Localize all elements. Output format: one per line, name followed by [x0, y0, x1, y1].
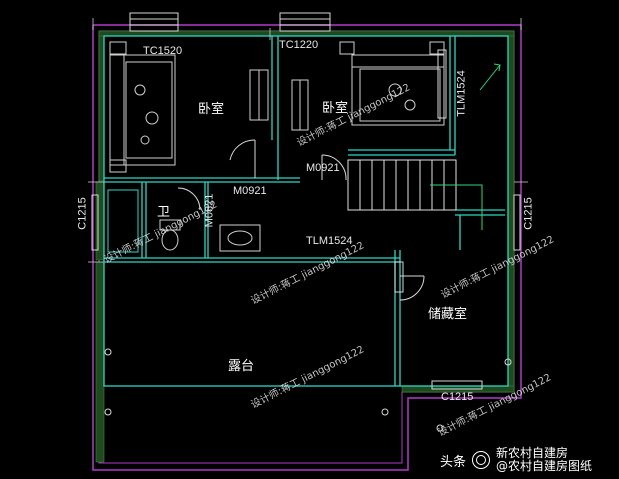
shower-area — [107, 189, 139, 253]
door-label-m0921-left: M0921 — [233, 185, 267, 197]
source-footer: 头条 新农村自建房 @农村自建房图纸 — [440, 447, 592, 473]
toilet — [159, 219, 181, 251]
account-name: 新农村自建房 @农村自建房图纸 — [496, 447, 592, 472]
drain-markers — [104, 348, 512, 432]
staircase — [347, 159, 483, 230]
window-label-c1215-bottom: C1215 — [441, 391, 474, 403]
window-top-right — [279, 12, 331, 32]
door-swings — [177, 49, 447, 301]
door-label-tlm1524-horizontal: TLM1524 — [306, 235, 353, 247]
door-label-m0921-center: M0921 — [306, 162, 340, 174]
room-label-bedroom-right: 卧室 — [322, 101, 349, 116]
wardrobe-left — [249, 69, 269, 121]
window-label-tc1220: TC1220 — [279, 39, 319, 51]
window-label-tc1520: TC1520 — [143, 45, 183, 57]
room-label-bedroom-left: 卧室 — [198, 102, 225, 117]
sink — [219, 224, 261, 252]
window-label-c1215-right: C1215 — [522, 197, 535, 230]
account-name-line2: @农村自建房图纸 — [496, 459, 593, 473]
stair-arrow — [479, 63, 501, 91]
window-label-c1215-left: C1215 — [76, 197, 89, 230]
window-left — [91, 194, 99, 251]
window-bottom — [431, 380, 483, 390]
bed-right — [339, 41, 445, 126]
window-right — [513, 194, 521, 251]
dimension-lines — [88, 18, 528, 263]
bed-left — [109, 41, 176, 173]
window-top-left — [129, 12, 179, 32]
door-label-tlm1524-vertical: TLM1524 — [455, 70, 468, 117]
interior-walls — [103, 35, 509, 387]
account-name-line1: 新农村自建房 — [496, 446, 569, 461]
room-label-storage: 储藏室 — [428, 307, 468, 322]
wardrobe-right — [291, 79, 309, 131]
room-label-bathroom: 卫 — [157, 205, 171, 220]
room-label-terrace: 露台 — [228, 359, 255, 374]
account-icon — [472, 451, 491, 469]
source-platform: 头条 — [440, 454, 467, 470]
